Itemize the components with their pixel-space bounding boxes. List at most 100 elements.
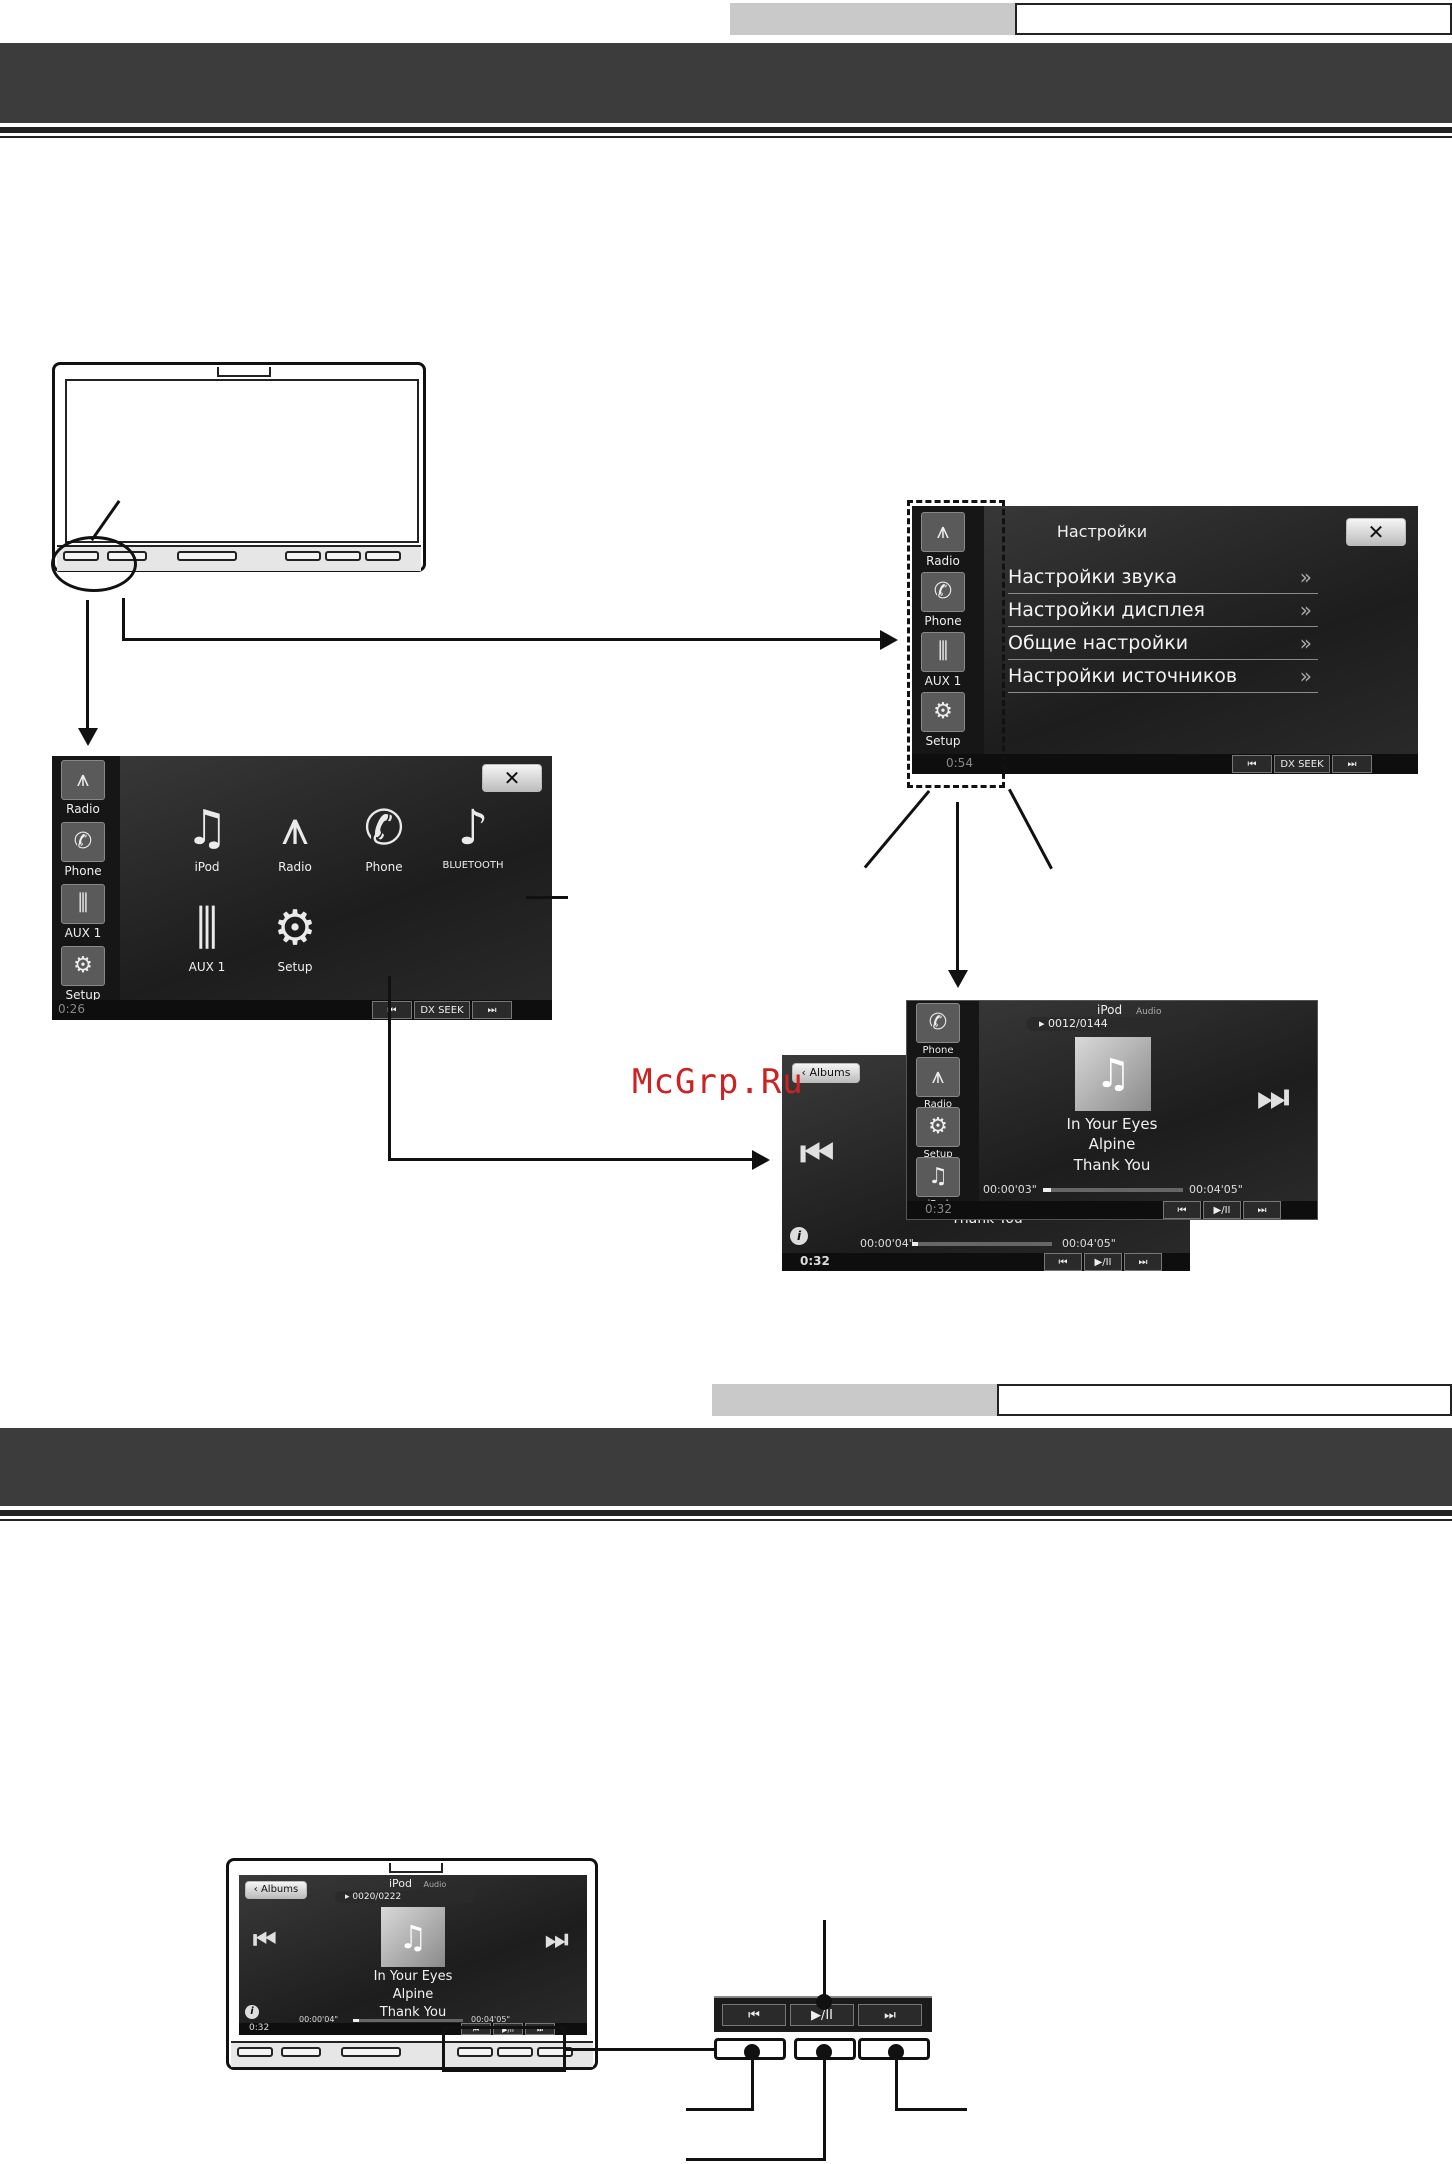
dashed-callout-right [1008,788,1053,870]
front-next-track-icon[interactable]: ⏭ [1257,1077,1290,1118]
menu-aux[interactable]: ⫼ AUX 1 [172,896,242,974]
next-hw-button[interactable] [365,551,401,561]
front-side-setup[interactable]: ⚙ Setup [915,1107,961,1165]
front-song: In Your Eyes [1066,1115,1158,1133]
phone-icon: ✆ [916,1003,960,1043]
settings-side-aux-label: AUX 1 [924,674,962,688]
front-next-button[interactable]: ⏭ [1243,1201,1281,1219]
play-hw-button[interactable] [325,551,361,561]
home-seek-button[interactable]: DX SEEK [414,1001,470,1019]
menu-phone[interactable]: ✆ Phone [349,796,419,874]
home-side-phone-label: Phone [64,864,102,878]
home-side-aux-label: AUX 1 [64,926,102,940]
settings-title: Настройки [1056,522,1148,541]
front-side-radio-label: Radio [923,1099,953,1110]
setup-icon: ⚙ [61,946,105,986]
back-albums-button[interactable]: ‹ Albums [792,1063,860,1083]
menu-radio-label: Radio [278,860,312,874]
front-side-phone-label: Phone [922,1045,954,1056]
arrowhead-home [78,728,98,746]
chevron-right-icon: » [1299,565,1312,589]
bottom-source-label: iPod [389,1877,413,1890]
antenna-icon: ⩚ [916,1057,960,1097]
home-prev-button[interactable]: ⏮ [372,1001,412,1019]
section-title-bar-2 [0,1428,1452,1506]
bottom-prev-track-icon[interactable]: ⏮ [253,1925,277,1955]
front-side-phone[interactable]: ✆ Phone [915,1003,961,1061]
setup-icon: ⚙ [921,692,965,732]
settings-side-aux[interactable]: ⫼ AUX 1 [920,632,966,690]
callout-line-prev-v [751,2052,754,2110]
back-time-total: 00:04'05" [1062,1237,1116,1250]
phone-icon: ✆ [921,572,965,612]
back-prev-button[interactable]: ⏮ [1044,1253,1082,1271]
settings-item-display[interactable]: Настройки дисплея » [1008,595,1318,627]
callout-line-next-h [895,2108,967,2111]
back-play-button[interactable]: ▶/II [1084,1253,1122,1271]
front-album: Thank You [1073,1156,1151,1174]
front-prev-button[interactable]: ⏮ [1163,1201,1201,1219]
front-side-ipod[interactable]: ♫ iPod [915,1157,961,1215]
callout-line-prev-h [686,2108,754,2111]
front-artist: Alpine [1088,1135,1136,1153]
phone-icon: ✆ [363,800,405,856]
strip-next-button[interactable]: ⏭ [858,2004,922,2026]
settings-next-button[interactable]: ⏭ [1332,755,1372,773]
settings-item-sound-label: Настройки звука [1008,566,1178,588]
home-next-button[interactable]: ⏭ [472,1001,512,1019]
settings-item-sources[interactable]: Настройки источников » [1008,661,1318,693]
home-side-setup[interactable]: ⚙ Setup [60,946,106,1004]
settings-close-button[interactable]: ✕ [1346,518,1406,546]
front-play-button[interactable]: ▶/II [1203,1201,1241,1219]
settings-item-sources-label: Настройки источников [1008,665,1238,687]
back-clock: 0:32 [800,1254,830,1268]
settings-side-phone[interactable]: ✆ Phone [920,572,966,630]
bottom-home-button[interactable] [237,2047,273,2057]
bottom-time-elapsed: 00:00'04" [299,2015,339,2024]
info-icon[interactable]: i [790,1227,808,1245]
settings-side-radio[interactable]: ⩚ Radio [920,512,966,570]
home-side-setup-label: Setup [65,988,101,1002]
home-side-radio[interactable]: ⩚ Radio [60,760,106,818]
bottom-menu-button[interactable] [281,2047,321,2057]
settings-item-sound[interactable]: Настройки звука » [1008,562,1318,594]
strip-prev-button[interactable]: ⏮ [722,2004,786,2026]
settings-side-radio-label: Radio [926,554,960,568]
front-bottom-bar: 0:32 ⏮ ▶/II ⏭ [907,1201,1317,1219]
bottom-info-icon[interactable]: i [245,2005,259,2019]
bottom-next-track-icon[interactable]: ⏭ [545,1925,569,1955]
bottom-albums-button[interactable]: ‹ Albums [245,1881,307,1899]
home-side-aux[interactable]: ⫼ AUX 1 [60,884,106,942]
settings-item-general-label: Общие настройки [1008,632,1189,654]
bottom-hw-prev[interactable] [457,2047,493,2057]
menu-bluetooth[interactable]: ♪ BLUETOOTH [428,796,518,871]
section-rule-2b [0,1519,1452,1521]
home-side-phone[interactable]: ✆ Phone [60,822,106,880]
front-side-radio[interactable]: ⩚ Radio [915,1057,961,1115]
bottom-connector [566,2048,714,2051]
home-clock: 0:26 [58,1002,85,1016]
menu-radio[interactable]: ⩚ Radio [260,796,330,874]
settings-seek-button[interactable]: DX SEEK [1274,755,1330,773]
home-close-button[interactable]: ✕ [482,764,542,792]
settings-side-phone-label: Phone [924,614,962,628]
menu-setup[interactable]: ⚙ Setup [260,896,330,974]
settings-side-setup[interactable]: ⚙ Setup [920,692,966,750]
back-next-button[interactable]: ⏭ [1124,1253,1162,1271]
callout-line-next-v [895,2052,898,2110]
prev-hw-button[interactable] [285,551,321,561]
bottom-hw-next[interactable] [537,2047,573,2057]
settings-sidebar: ⩚ Radio ✆ Phone ⫼ AUX 1 ⚙ Setup [912,506,984,774]
arrow-h-to-ipod [388,1158,754,1161]
ipod-front-sidebar: ✆ Phone ⩚ Radio ⚙ Setup ♫ iPod [907,1001,979,1219]
bottom-hw-play[interactable] [497,2047,533,2057]
settings-item-general[interactable]: Общие настройки » [1008,628,1318,660]
callout-circle [51,536,137,592]
settings-prev-button[interactable]: ⏮ [1232,755,1272,773]
menu-ipod[interactable]: ♫ iPod [172,796,242,874]
arrow-down-to-ipod [956,802,959,972]
bottom-volume-button[interactable] [341,2047,401,2057]
back-prev-track-icon[interactable]: ⏮ [800,1131,835,1175]
volume-button[interactable] [177,551,237,561]
front-time-elapsed: 00:00'03" [983,1183,1037,1196]
